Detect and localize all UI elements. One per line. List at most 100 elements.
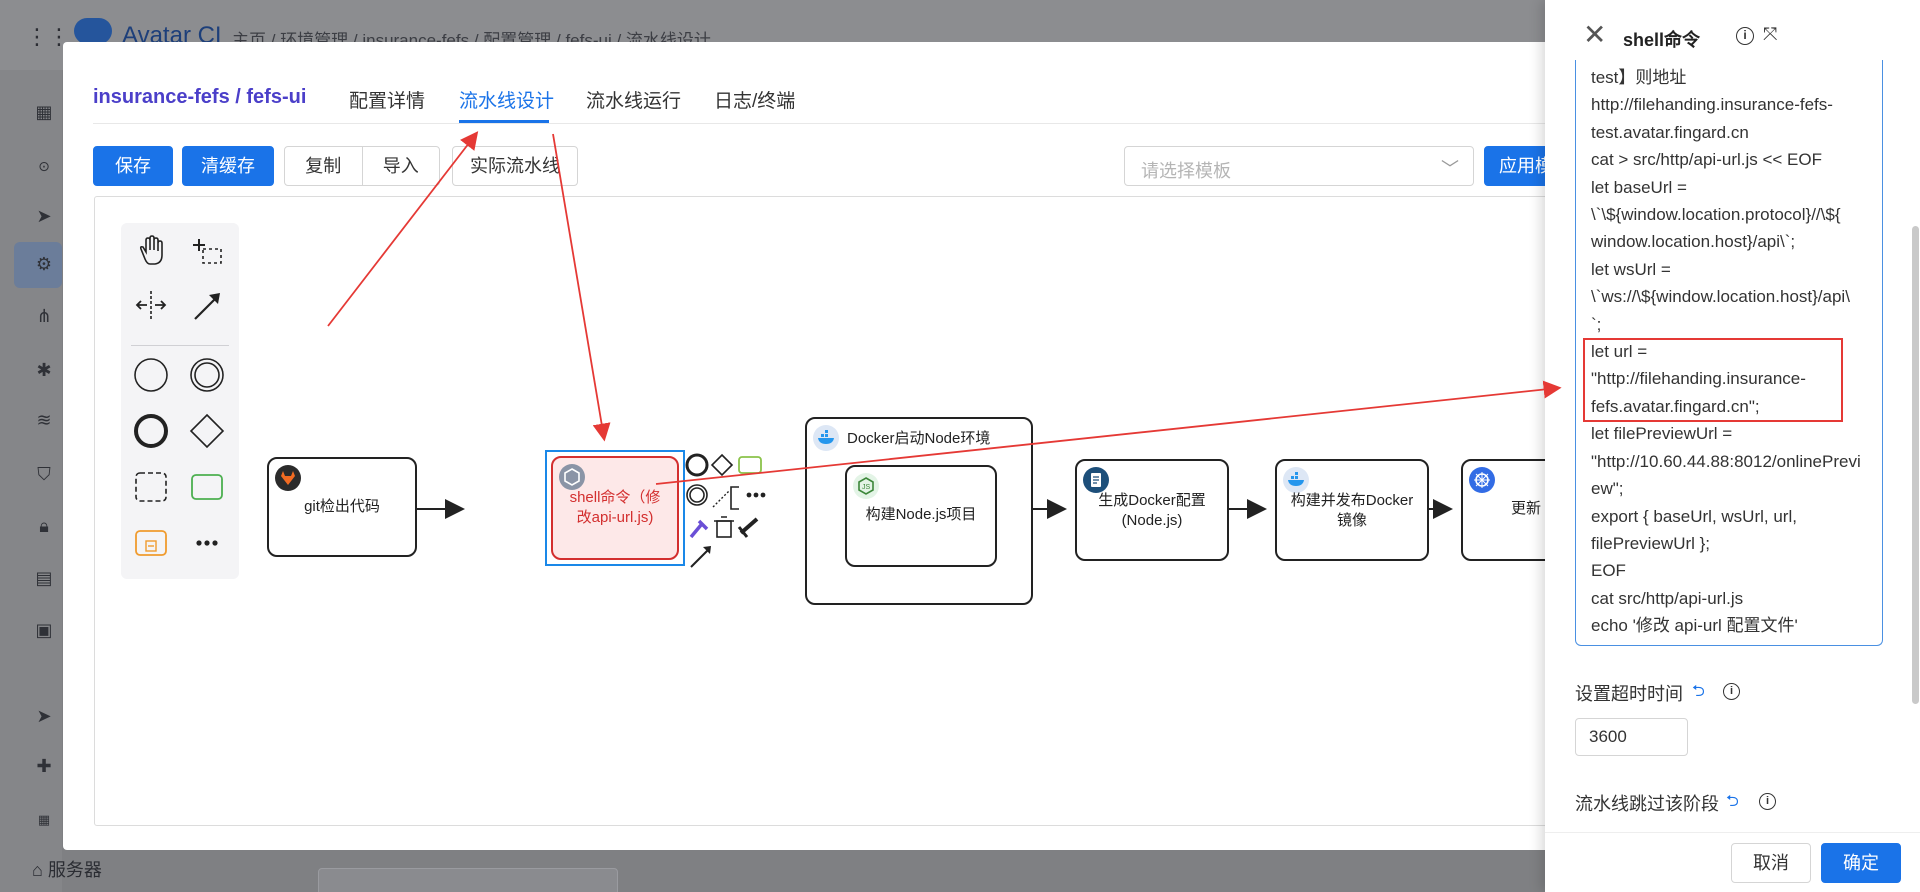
background-input	[318, 868, 618, 892]
node-label: 构建并发布Docker镜像	[1290, 492, 1414, 529]
puzzle-icon[interactable]: ✚	[36, 756, 52, 776]
info-icon[interactable]: i	[1759, 793, 1776, 810]
background-sidebar: ▦ ⊙ ➤ ⚙ ⋔ ✱ ≋ ⛉ 🔒︎ ▤ ▣ ➤ ✚ ▦	[0, 70, 62, 892]
code-line: \`\${window.location.protocol}//\${	[1591, 205, 1841, 225]
docker-config-icon	[1083, 467, 1109, 493]
svg-text:JS: JS	[862, 484, 871, 491]
code-line: fefs.avatar.fingard.cn";	[1591, 396, 1760, 416]
app-logo	[74, 18, 112, 44]
send-icon[interactable]: ➤	[36, 206, 52, 226]
save-button[interactable]: 保存	[93, 146, 173, 186]
tab-pipeline-design[interactable]: 流水线设计	[459, 91, 555, 112]
tabs-divider	[93, 123, 1633, 124]
send-icon[interactable]: ➤	[36, 706, 52, 726]
space-tool-icon[interactable]	[131, 285, 171, 325]
chevron-down-icon: ﹀	[1441, 159, 1459, 179]
info-icon[interactable]: i	[1723, 683, 1740, 700]
task-icon[interactable]	[187, 467, 227, 507]
tab-log-terminal[interactable]: 日志/终端	[714, 91, 796, 112]
code-line: filePreviewUrl };	[1591, 533, 1711, 553]
sidebar-active-highlight	[14, 242, 62, 288]
code-line: echo '修改 api-url 配置文件'	[1591, 616, 1798, 636]
code-line: test.avatar.fingard.cn	[1591, 122, 1749, 142]
code-line: window.location.host}/api\`;	[1591, 232, 1796, 252]
timeout-label: 设置超时时间	[1575, 684, 1683, 704]
subprocess-icon[interactable]	[131, 523, 171, 563]
code-line: test】则地址	[1591, 68, 1687, 87]
code-line: cat > src/http/api-url.js << EOF	[1591, 150, 1823, 170]
copy-button[interactable]: 复制	[305, 156, 342, 176]
container-label: Docker启动Node环境	[847, 430, 991, 447]
node-label: shell命令（修改api-url.js)	[569, 489, 661, 526]
code-line: ew";	[1591, 479, 1624, 499]
node-label: 构建Node.js项目	[865, 506, 977, 523]
kubernetes-icon	[1469, 467, 1495, 493]
gateway-icon[interactable]	[187, 411, 227, 451]
table-icon[interactable]: ▦	[37, 812, 51, 827]
code-line: let wsUrl =	[1591, 259, 1671, 279]
code-line: "http://filehanding.insurance-	[1591, 369, 1806, 389]
pipeline-node-docker-config[interactable]: 生成Docker配置(Node.js)	[1075, 459, 1229, 561]
scrollbar[interactable]	[1912, 226, 1919, 704]
pipeline-design-modal: insurance-fefs / fefs-ui 配置详情 流水线设计 流水线运…	[63, 42, 1663, 850]
context-pad[interactable]	[685, 453, 795, 573]
node-label: git检出代码	[304, 498, 380, 515]
confirm-button[interactable]: 确定	[1821, 843, 1901, 883]
sync-icon[interactable]: ⮌	[1726, 793, 1739, 810]
copy-import-group: 复制 导入	[284, 146, 440, 186]
pipeline-canvas[interactable]: git检出代码 shell命令（修改api-url.js)	[94, 196, 1634, 826]
code-line: let filePreviewUrl =	[1591, 424, 1733, 444]
tab-pipeline-run[interactable]: 流水线运行	[586, 91, 682, 112]
calendar-icon[interactable]: ▤	[35, 568, 53, 588]
pipeline-node-docker-env[interactable]: Docker启动Node环境 JS 构建Node.js项目	[805, 417, 1033, 605]
nodejs-icon: JS	[853, 473, 879, 499]
signal-icon[interactable]: ≋	[36, 410, 52, 430]
more-icon[interactable]	[187, 523, 227, 563]
bottom-menu-item[interactable]: ⌂ 服务器	[32, 856, 102, 882]
group-icon[interactable]	[131, 467, 171, 507]
lock-icon[interactable]: 🔒︎	[39, 516, 49, 536]
code-line: \`ws://\${window.location.host}/api\	[1591, 287, 1850, 307]
tab-config-detail[interactable]: 配置详情	[349, 91, 426, 112]
gear-icon[interactable]: ⚙	[35, 254, 53, 274]
server-icon: ⌂	[32, 860, 48, 880]
document-icon[interactable]: ▣	[35, 620, 53, 640]
lasso-tool-icon[interactable]	[187, 231, 227, 271]
code-line: let url =	[1591, 342, 1648, 362]
shield-icon[interactable]: ⛉	[37, 464, 51, 484]
cancel-button[interactable]: 取消	[1731, 843, 1811, 883]
shell-cube-icon	[559, 464, 585, 490]
timeout-input[interactable]: 3600	[1575, 718, 1688, 756]
import-button[interactable]: 导入	[361, 147, 440, 185]
actual-pipeline-button[interactable]: 实际流水线	[452, 146, 578, 186]
connect-arrow-icon[interactable]	[187, 285, 227, 325]
pipeline-node-git[interactable]: git检出代码	[267, 457, 417, 557]
dashboard-icon[interactable]: ▦	[35, 102, 53, 122]
docker-icon	[813, 425, 839, 451]
location-icon[interactable]: ⊙	[38, 158, 50, 174]
node-label: 生成Docker配置(Node.js)	[1098, 492, 1206, 529]
hand-tool-icon[interactable]	[131, 231, 171, 271]
code-line: EOF	[1591, 561, 1626, 581]
node-label: 更新	[1511, 500, 1542, 517]
intermediate-event-icon[interactable]	[187, 355, 227, 395]
project-title: insurance-fefs / fefs-ui	[93, 86, 307, 108]
info-icon[interactable]: i	[1736, 27, 1754, 45]
drawer-footer: 取消 确定	[1545, 832, 1920, 892]
pipeline-node-build[interactable]: JS 构建Node.js项目	[845, 465, 997, 567]
expand-icon[interactable]: ⤧	[1763, 24, 1778, 44]
code-line: `;	[1591, 314, 1602, 334]
bug-icon[interactable]: ✱	[36, 360, 52, 380]
sync-icon[interactable]: ⮌	[1692, 683, 1705, 700]
close-icon[interactable]: ✕	[1583, 19, 1607, 50]
tree-icon[interactable]: ⋔	[36, 306, 52, 326]
pipeline-node-publish[interactable]: 构建并发布Docker镜像	[1275, 459, 1429, 561]
template-select[interactable]: 请选择模板 ﹀	[1124, 146, 1474, 186]
end-event-icon[interactable]	[131, 411, 171, 451]
code-line: cat src/http/api-url.js	[1591, 588, 1744, 608]
pipeline-node-shell[interactable]: shell命令（修改api-url.js)	[551, 456, 679, 560]
start-event-icon[interactable]	[131, 355, 171, 395]
clear-cache-button[interactable]: 清缓存	[182, 146, 274, 186]
